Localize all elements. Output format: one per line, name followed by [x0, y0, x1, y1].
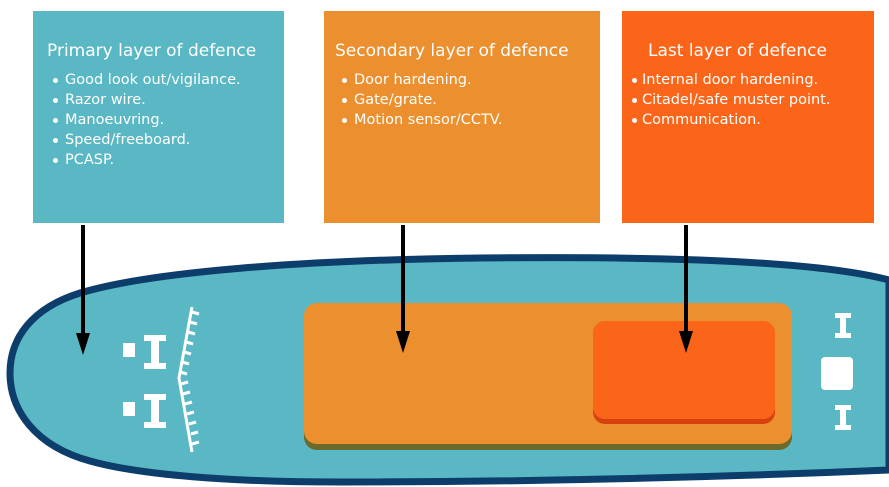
last-layer-title: Last layer of defence	[648, 41, 827, 61]
list-item: Motion sensor/CCTV.	[340, 110, 600, 130]
stern-bollards	[821, 313, 853, 430]
secondary-layer-list: Door hardening. Gate/grate. Motion senso…	[340, 70, 600, 130]
list-item: Citadel/safe muster point.	[632, 90, 874, 110]
list-item: Door hardening.	[340, 70, 600, 90]
arrow-last	[679, 225, 693, 353]
last-layer-box: Last layer of defence Internal door hard…	[622, 11, 874, 223]
arrow-primary	[76, 225, 90, 355]
arrow-secondary	[396, 225, 410, 353]
bow-bollards	[123, 335, 166, 428]
primary-layer-title: Primary layer of defence	[47, 41, 257, 61]
secondary-layer-title: Secondary layer of defence	[335, 41, 569, 61]
list-item: Gate/grate.	[340, 90, 600, 110]
primary-layer-box: Primary layer of defence Good look out/v…	[33, 11, 284, 223]
list-item: Speed/freeboard.	[51, 130, 284, 150]
list-item: PCASP.	[51, 150, 284, 170]
list-item: Manoeuvring.	[51, 110, 284, 130]
list-item: Communication.	[632, 110, 874, 130]
list-item: Razor wire.	[51, 90, 284, 110]
list-item: Good look out/vigilance.	[51, 70, 284, 90]
primary-layer-list: Good look out/vigilance. Razor wire. Man…	[51, 70, 284, 170]
citadel-zone	[593, 321, 775, 419]
last-layer-list: Internal door hardening. Citadel/safe mu…	[632, 70, 874, 130]
secondary-layer-box: Secondary layer of defence Door hardenin…	[324, 11, 600, 223]
list-item: Internal door hardening.	[632, 70, 874, 90]
razor-wire	[177, 306, 200, 453]
